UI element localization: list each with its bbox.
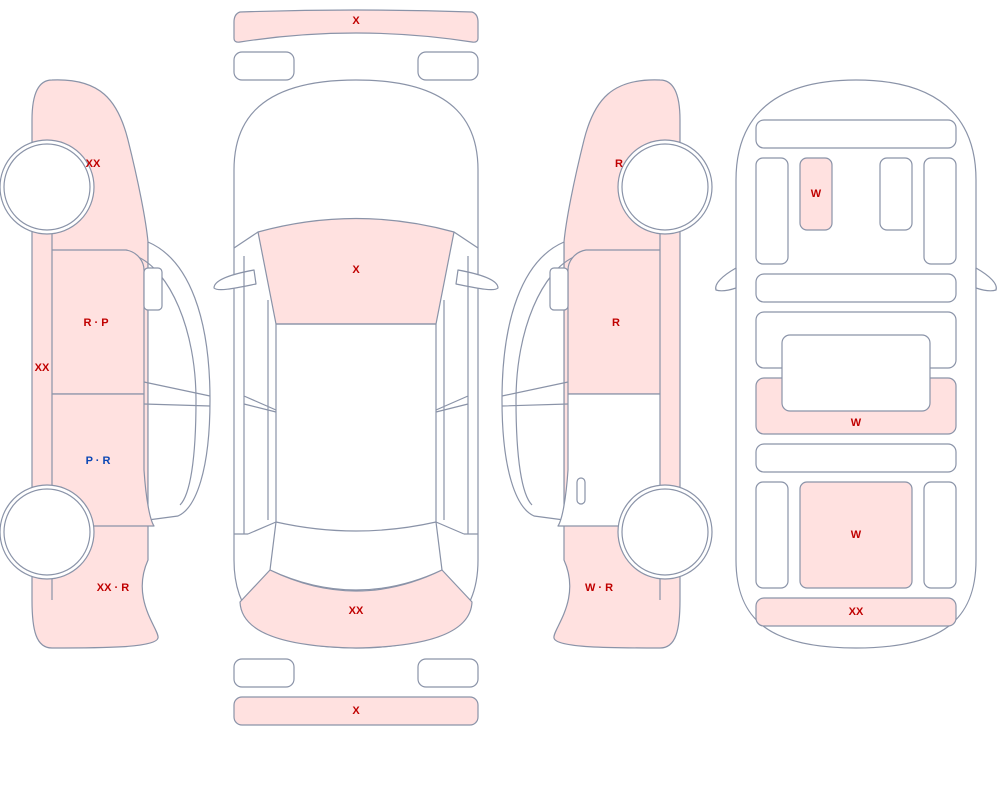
a-pillar-left bbox=[233, 231, 259, 249]
right-front-seat-side[interactable] bbox=[923, 157, 957, 265]
rear-left-seat[interactable] bbox=[755, 481, 789, 589]
left-rear-wheel-inner bbox=[3, 488, 91, 576]
right-mirror[interactable] bbox=[455, 269, 499, 291]
left-front-door-label: R · P bbox=[83, 317, 108, 329]
left-mirror-side[interactable] bbox=[143, 267, 163, 311]
front-floor-strip[interactable] bbox=[755, 273, 957, 303]
top-view: X X XX X bbox=[213, 9, 499, 726]
left-front-wheel-inner bbox=[3, 143, 91, 231]
c-pillar-right bbox=[435, 521, 478, 535]
left-rear-quarter-label: XX · R bbox=[97, 582, 129, 594]
right-mirror-side[interactable] bbox=[549, 267, 569, 311]
left-side-view: R · P P · R XX XX XX · R bbox=[0, 79, 211, 649]
cargo-area-label: W bbox=[851, 529, 862, 541]
left-front-seat-side[interactable] bbox=[755, 157, 789, 265]
rear-bumper-top-label: X bbox=[352, 705, 360, 717]
rear-floor-strip[interactable] bbox=[755, 443, 957, 473]
front-seat-small-label: W bbox=[811, 188, 822, 200]
left-rocker-label: XX bbox=[35, 362, 50, 374]
left-rear-door-label: P · R bbox=[86, 455, 111, 467]
right-side-window-line bbox=[435, 256, 469, 534]
middle-panel-label: W bbox=[851, 417, 862, 429]
trunk-lid[interactable] bbox=[239, 569, 473, 649]
right-front-door[interactable] bbox=[567, 249, 661, 395]
interior-view: W W W XX bbox=[715, 79, 997, 649]
cargo-area[interactable] bbox=[799, 481, 913, 589]
left-headlight[interactable] bbox=[233, 51, 295, 81]
right-front-wheel-inner bbox=[621, 143, 709, 231]
left-taillight[interactable] bbox=[233, 658, 295, 688]
left-side-window-line bbox=[243, 256, 277, 534]
left-rear-door[interactable] bbox=[51, 393, 155, 527]
right-headlight[interactable] bbox=[417, 51, 479, 81]
left-mirror[interactable] bbox=[213, 269, 257, 291]
c-pillar-left bbox=[234, 521, 277, 535]
hood-label: XX bbox=[349, 605, 364, 617]
interior-left-mirror[interactable] bbox=[715, 267, 737, 292]
dashboard[interactable] bbox=[755, 119, 957, 149]
rear-right-seat[interactable] bbox=[923, 481, 957, 589]
front-seat-small[interactable] bbox=[799, 157, 833, 231]
windshield[interactable] bbox=[257, 217, 455, 325]
windshield-label: X bbox=[352, 264, 360, 276]
right-front-door-label: R bbox=[612, 317, 620, 329]
rear-bumper-top[interactable] bbox=[233, 696, 479, 726]
right-side-view: R R W · R bbox=[501, 79, 713, 649]
front-bumper-top[interactable] bbox=[233, 9, 479, 43]
center-console[interactable] bbox=[781, 334, 931, 412]
right-front-seat-inner[interactable] bbox=[879, 157, 913, 231]
right-rear-quarter-label: W · R bbox=[585, 582, 613, 594]
right-taillight[interactable] bbox=[417, 658, 479, 688]
left-b-pillar bbox=[143, 381, 211, 407]
right-front-fender-label: R bbox=[615, 158, 623, 170]
interior-right-mirror[interactable] bbox=[975, 267, 997, 292]
left-front-door[interactable] bbox=[51, 249, 145, 395]
a-pillar-right bbox=[453, 231, 479, 249]
left-front-fender-label: XX bbox=[86, 158, 101, 170]
front-bumper-top-label: X bbox=[352, 15, 360, 27]
right-b-pillar bbox=[501, 381, 569, 407]
right-fuel-cap[interactable] bbox=[576, 477, 586, 505]
right-rear-wheel-inner bbox=[621, 488, 709, 576]
interior-rear-strip[interactable] bbox=[755, 597, 957, 627]
interior-rear-strip-label: XX bbox=[849, 606, 864, 618]
